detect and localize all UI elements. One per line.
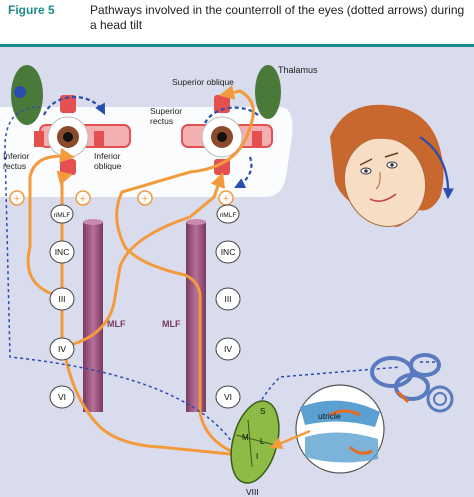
left-mlf-column [83,222,103,412]
right-nucleus-VI: VI [224,392,232,402]
superior-oblique-label: Superior oblique [172,77,234,87]
left-nucleus-INC: INC [55,247,70,257]
left-nuclei-column: riMLF INC III IV VI [49,204,75,409]
svg-text:+: + [223,193,229,205]
superior-rectus-label-line1: Superior [150,106,182,116]
inferior-rectus-label-line2: rectus [3,161,26,171]
thalamus-nucleus-marker [14,86,26,98]
left-eye-counterroll-arrow [42,95,106,116]
right-eye-counterroll-arrow [234,156,253,189]
right-mlf-label: MLF [162,319,181,329]
superior-rectus-label-line2: rectus [150,116,173,126]
tilted-head-illustration [330,104,454,227]
svg-text:+: + [14,193,20,205]
counterroll-pathway-diagram: Thalamus Superior oblique Superior rectu… [0,47,474,497]
figure-caption: Pathways involved in the counterroll of … [90,3,465,32]
left-nucleus-III: III [58,294,65,304]
thalamus-label: Thalamus [278,65,318,75]
right-mlf-column [186,222,206,412]
inferior-oblique-label-line1: Inferior [94,151,121,161]
left-nucleus-riMLF: riMLF [54,212,71,219]
nerve-viii-label: VIII [246,487,259,497]
right-nucleus-IV: IV [224,344,232,354]
utricle-label: utricle [318,411,341,421]
right-nucleus-III: III [224,294,231,304]
inferior-rectus-label-line1: Inferior [3,151,30,161]
excitation-markers: + + + + [9,190,234,206]
inferior-oblique-label-line2: oblique [94,161,122,171]
left-mlf-label: MLF [107,319,126,329]
inner-ear-labyrinth [370,353,454,413]
utricle-inset: utricle [269,384,385,474]
vestibular-nuclei: S M L I VIII [230,400,280,497]
head-tilt-arrow [419,136,454,200]
right-thalamus-shape [255,65,281,119]
svg-text:S: S [260,407,265,416]
right-eye [181,95,273,175]
svg-text:+: + [80,193,86,205]
left-nucleus-IV: IV [58,344,66,354]
right-nucleus-INC: INC [221,247,236,257]
svg-text:I: I [256,452,258,461]
svg-text:M: M [242,433,249,442]
svg-text:L: L [260,437,265,446]
right-nuclei-column: riMLF INC III IV VI [215,204,241,409]
figure-header: Figure 5 Pathways involved in the counte… [0,0,474,47]
left-nucleus-VI: VI [58,392,66,402]
right-nucleus-riMLF: riMLF [220,212,237,219]
left-thalamus-shape [11,65,43,125]
figure-label: Figure 5 [8,3,55,17]
svg-text:+: + [142,193,148,205]
